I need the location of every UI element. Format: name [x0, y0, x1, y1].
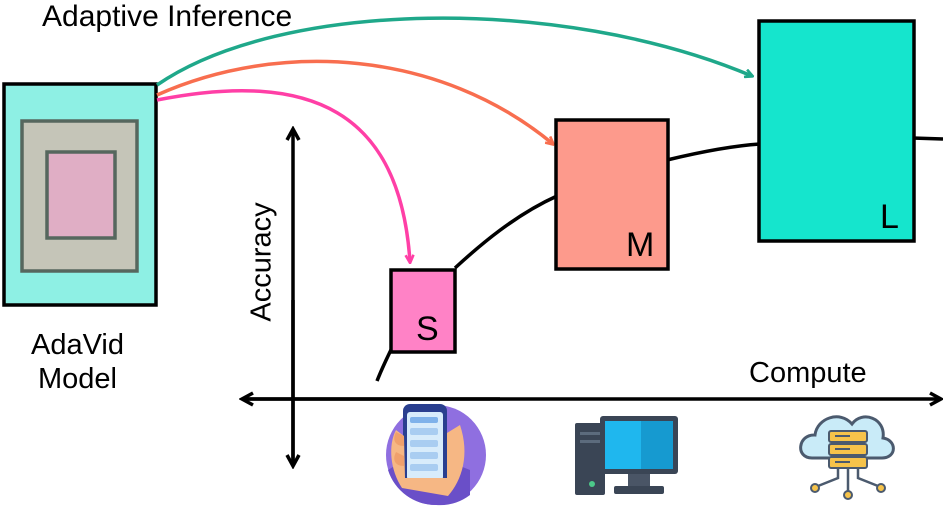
compute-axis-label: Compute	[749, 357, 867, 389]
diagram-title: Adaptive Inference	[42, 0, 293, 33]
small-model-box	[389, 268, 457, 354]
model-label-line2: Model	[38, 363, 117, 395]
medium-model-letter: M	[626, 226, 655, 264]
arrow-to-small	[156, 89, 410, 262]
model-inner-box	[45, 150, 117, 240]
medium-model-box	[554, 118, 670, 271]
large-model-box	[757, 19, 916, 243]
large-model-letter: L	[880, 198, 899, 236]
model-label: AdaVid Model	[0, 328, 155, 396]
arrow-to-medium	[156, 59, 553, 144]
model-label-line1: AdaVid	[31, 329, 124, 361]
adavid-model-block	[2, 82, 158, 307]
cloud-server-icon	[799, 415, 895, 500]
smartphone-icon	[386, 404, 486, 506]
small-model-letter: S	[416, 310, 439, 348]
desktop-computer-icon	[575, 416, 678, 495]
accuracy-axis-label: Accuracy	[245, 202, 278, 322]
arrow-to-large	[156, 16, 752, 87]
